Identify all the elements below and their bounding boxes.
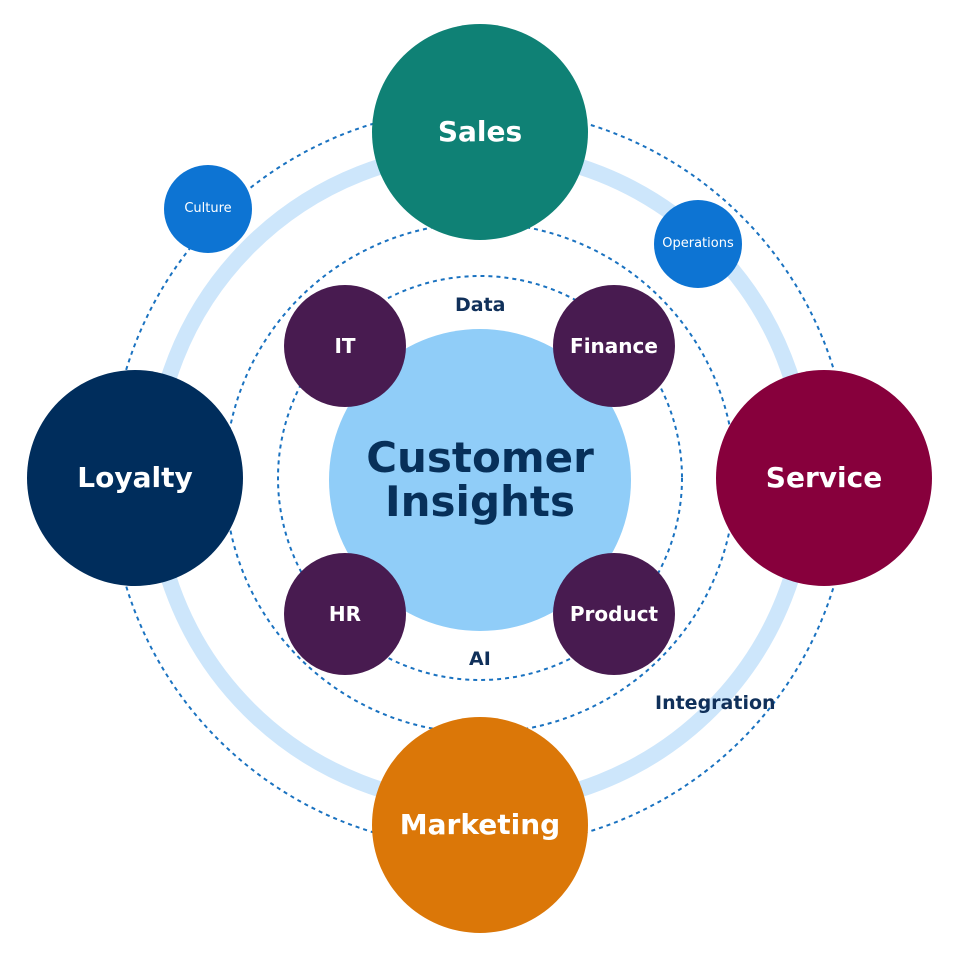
inner-node-label: IT	[334, 333, 356, 358]
satellite-node-operations: Operations	[654, 200, 742, 288]
primary-node-marketing: Marketing	[372, 717, 588, 933]
primary-node-service: Service	[716, 370, 932, 586]
inner-dashed-ring	[277, 275, 683, 681]
inner-node-hr: HR	[284, 553, 406, 675]
primary-node-sales: Sales	[372, 24, 588, 240]
primary-node-label: Marketing	[399, 808, 561, 842]
satellite-node-culture: Culture	[164, 165, 252, 253]
center-title-line1: Customer	[366, 432, 594, 482]
inner-node-product: Product	[553, 553, 675, 675]
primary-node-label: Loyalty	[77, 461, 193, 495]
primary-node-label: Sales	[437, 115, 523, 149]
satellite-node-label: Operations	[662, 236, 734, 252]
primary-node-label: Service	[765, 461, 883, 495]
ring-label-integration: Integration	[655, 692, 776, 714]
primary-node-loyalty: Loyalty	[27, 370, 243, 586]
inner-node-label: Product	[569, 601, 659, 626]
ring-label-ai: AI	[469, 648, 491, 670]
inner-node-finance: Finance	[553, 285, 675, 407]
ring-label-data: Data	[455, 294, 506, 316]
inner-node-it: IT	[284, 285, 406, 407]
satellite-node-label: Culture	[184, 201, 232, 217]
center-title-line2: Insights	[385, 477, 575, 526]
inner-node-label: HR	[328, 601, 362, 626]
inner-node-label: Finance	[570, 333, 658, 358]
